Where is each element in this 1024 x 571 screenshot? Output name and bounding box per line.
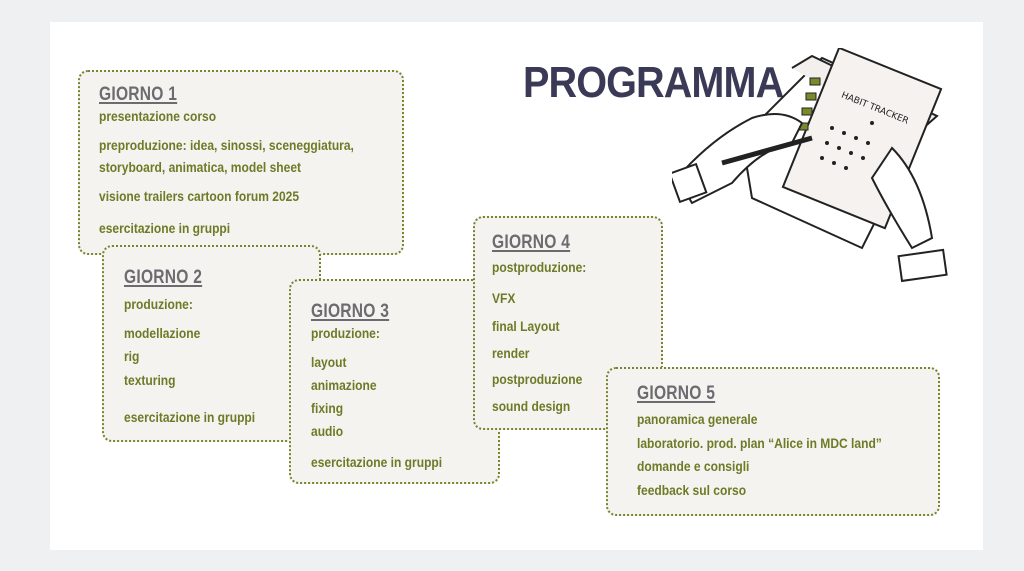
day-1-card <box>78 70 404 255</box>
day-3-item: fixing <box>311 400 344 416</box>
day-1-item: presentazione corso <box>99 108 217 124</box>
day-3-heading: GIORNO 3 <box>311 301 390 322</box>
day-3-item: animazione <box>311 377 377 393</box>
day-3-item: layout <box>311 354 347 370</box>
day-4-item: sound design <box>492 398 571 414</box>
day-5-card <box>606 367 940 516</box>
day-2-item: esercitazione in gruppi <box>124 409 256 425</box>
day-2-item: texturing <box>124 372 176 388</box>
day-2-item: modellazione <box>124 325 201 341</box>
day-3-item: esercitazione in gruppi <box>311 454 443 470</box>
day-5-item: feedback sul corso <box>637 482 747 498</box>
day-4-item: postproduzione <box>492 371 583 387</box>
day-5-item: panoramica generale <box>637 411 758 427</box>
day-5-heading: GIORNO 5 <box>637 383 716 404</box>
day-4-item: VFX <box>492 290 516 306</box>
day-3-item: audio <box>311 423 344 439</box>
day-4-item: render <box>492 345 530 361</box>
day-1-item: preproduzione: idea, sinossi, sceneggiat… <box>99 137 354 153</box>
page-title: PROGRAMMA <box>523 58 784 107</box>
habit-tracker-illustration: HABIT TRACKER <box>672 48 948 283</box>
day-2-heading: GIORNO 2 <box>124 267 203 288</box>
day-4-item: final Layout <box>492 318 560 334</box>
day-1-item: visione trailers cartoon forum 2025 <box>99 188 300 204</box>
day-5-item: domande e consigli <box>637 458 750 474</box>
day-1-heading: GIORNO 1 <box>99 84 178 105</box>
day-2-item: rig <box>124 348 140 364</box>
day-3-item: produzione: <box>311 325 380 341</box>
day-2-item: produzione: <box>124 296 193 312</box>
day-4-heading: GIORNO 4 <box>492 232 571 253</box>
day-4-item: postproduzione: <box>492 259 587 275</box>
day-1-item: storyboard, animatica, model sheet <box>99 159 302 175</box>
day-1-item: esercitazione in gruppi <box>99 220 231 236</box>
day-5-item: laboratorio. prod. plan “Alice in MDC la… <box>637 435 882 451</box>
